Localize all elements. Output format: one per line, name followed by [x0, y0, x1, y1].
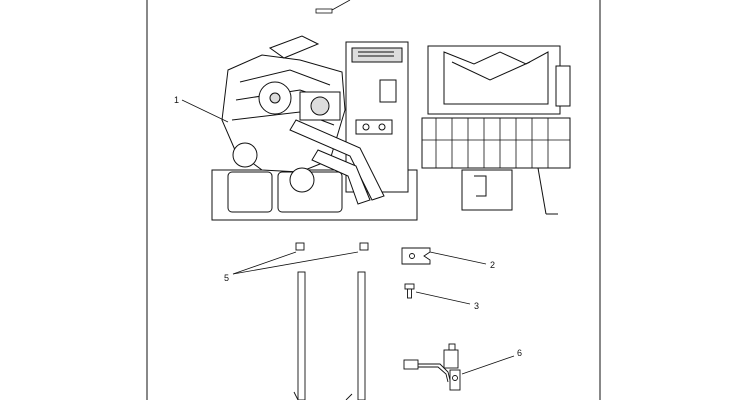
- part-6-sensor: [403, 343, 461, 391]
- callout-1: 1: [174, 95, 229, 123]
- callout-2-label: 2: [490, 260, 495, 270]
- callout-3: 3: [415, 291, 479, 311]
- part-3-screw: [404, 283, 415, 299]
- callout-5: 5: [224, 251, 359, 283]
- continuation-marker: [315, 0, 351, 14]
- callout-3-label: 3: [474, 301, 479, 311]
- callout-6-label: 6: [517, 348, 522, 358]
- part-2-bracket: [401, 247, 431, 265]
- part-5-strips: [293, 271, 366, 400]
- callout-5-label: 5: [224, 273, 229, 283]
- callout-2: 2: [429, 251, 495, 270]
- hvac-module-assembly: [211, 35, 571, 221]
- callout-1-label: 1: [174, 95, 179, 105]
- callout-6: 6: [461, 348, 522, 375]
- part-5-pads: [295, 242, 369, 251]
